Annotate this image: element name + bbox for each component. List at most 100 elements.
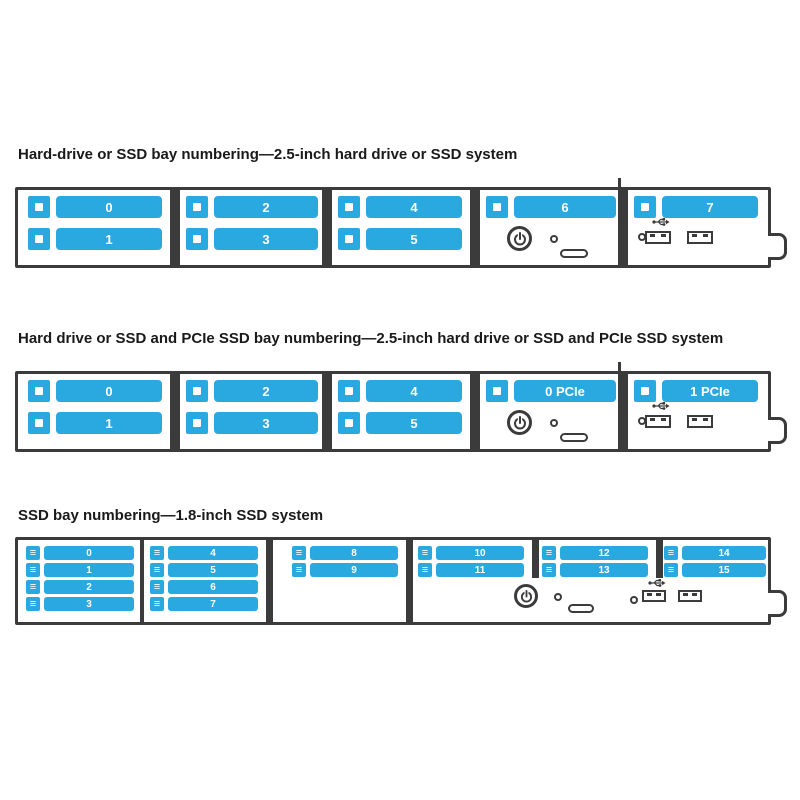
ssd-latch-icon: ≡ xyxy=(664,546,678,560)
bay-label-0: 0 xyxy=(56,380,162,402)
bay-label-3: 3 xyxy=(214,412,318,434)
drive-release-latch-icon xyxy=(186,228,208,250)
chassis-tab xyxy=(768,590,787,617)
chassis-notch xyxy=(618,178,621,190)
ssd-latch-icon: ≡ xyxy=(542,546,556,560)
panel-divider xyxy=(532,540,539,578)
bay-label-10: 10 xyxy=(436,546,524,560)
bay-label-15: 15 xyxy=(682,563,766,577)
status-led xyxy=(550,235,558,243)
drive-release-latch-icon xyxy=(486,380,508,402)
ssd-latch-icon: ≡ xyxy=(150,597,164,611)
bay-label-3: 3 xyxy=(44,597,134,611)
usb-port xyxy=(687,415,713,428)
panel-divider xyxy=(656,540,663,578)
power-button xyxy=(507,410,532,435)
bay-label-1: 1 xyxy=(44,563,134,577)
usb-port xyxy=(642,590,666,602)
panel-divider xyxy=(266,540,273,622)
usb-port xyxy=(645,415,671,428)
info-tag xyxy=(560,433,588,442)
panel-divider xyxy=(470,374,480,449)
chassis-notch xyxy=(618,362,621,374)
drive-bay-row: 5 xyxy=(338,228,462,250)
panel-divider xyxy=(618,374,628,449)
bay-label-1: 1 xyxy=(56,228,162,250)
drive-bay-row: 1 xyxy=(28,412,162,434)
bay-label-2: 2 xyxy=(214,196,318,218)
drive-bay-row: 1 xyxy=(28,228,162,250)
drive-bay-row: 7 xyxy=(634,196,758,218)
drive-bay-row: 2 xyxy=(186,196,318,218)
bay-label-4: 4 xyxy=(366,196,462,218)
bay-label-5: 5 xyxy=(366,412,462,434)
drive-bay-row: 0 xyxy=(28,380,162,402)
chassis-tab xyxy=(768,417,787,444)
front-panel-2_5in: 0 1 2 3 4 5 6 7 xyxy=(15,178,787,268)
section-heading-2_5in: Hard-drive or SSD bay numbering—2.5-inch… xyxy=(18,146,518,163)
panel-divider xyxy=(140,540,144,622)
power-icon xyxy=(513,415,526,429)
section-heading-1_8in: SSD bay numbering—1.8-inch SSD system xyxy=(18,507,324,524)
ssd-bay-row: ≡ 8 xyxy=(292,546,398,560)
bay-label-0: 0 xyxy=(56,196,162,218)
bay-label-1: 1 xyxy=(56,412,162,434)
drive-release-latch-icon xyxy=(28,228,50,250)
usb-port xyxy=(687,231,713,244)
drive-release-latch-icon xyxy=(186,196,208,218)
power-icon xyxy=(513,231,526,245)
info-tag xyxy=(560,249,588,258)
bay-label-4: 4 xyxy=(168,546,258,560)
panel-divider xyxy=(322,190,332,265)
bay-label-11: 11 xyxy=(436,563,524,577)
ssd-bay-row: ≡ 5 xyxy=(150,563,258,577)
drive-release-latch-icon xyxy=(28,196,50,218)
usb-icon xyxy=(648,579,666,587)
drive-bay-row: 3 xyxy=(186,228,318,250)
usb-icon xyxy=(652,218,670,226)
bay-label-14: 14 xyxy=(682,546,766,560)
bay-label-12: 12 xyxy=(560,546,648,560)
ssd-bay-row: ≡ 6 xyxy=(150,580,258,594)
bay-label-4: 4 xyxy=(366,380,462,402)
ssd-latch-icon: ≡ xyxy=(542,563,556,577)
bay-label-0: 0 xyxy=(44,546,134,560)
panel-divider xyxy=(406,540,413,622)
bay-label-0-pcie: 0 PCIe xyxy=(514,380,616,402)
front-panel-1_8in: ≡ 0 ≡ 1 ≡ 2 ≡ 3 ≡ 4 ≡ 5 ≡ 6 ≡ 7 xyxy=(15,537,787,625)
ssd-bay-row: ≡ 4 xyxy=(150,546,258,560)
usb-port xyxy=(678,590,702,602)
section-heading-pcie: Hard drive or SSD and PCIe SSD bay numbe… xyxy=(18,330,724,347)
drive-release-latch-icon xyxy=(486,196,508,218)
drive-release-latch-icon xyxy=(186,412,208,434)
drive-bay-row: 2 xyxy=(186,380,318,402)
bay-label-1-pcie: 1 PCIe xyxy=(662,380,758,402)
ssd-latch-icon: ≡ xyxy=(26,546,40,560)
ssd-bay-row: ≡ 1 xyxy=(26,563,134,577)
drive-release-latch-icon xyxy=(28,380,50,402)
ssd-latch-icon: ≡ xyxy=(292,546,306,560)
ssd-bay-row: ≡ 14 xyxy=(664,546,766,560)
panel-divider xyxy=(470,190,480,265)
drive-bay-row: 1 PCIe xyxy=(634,380,758,402)
drive-release-latch-icon xyxy=(634,196,656,218)
ssd-latch-icon: ≡ xyxy=(150,563,164,577)
drive-release-latch-icon xyxy=(338,412,360,434)
ssd-bay-row: ≡ 13 xyxy=(542,563,648,577)
drive-bay-row: 4 xyxy=(338,196,462,218)
drive-release-latch-icon xyxy=(338,228,360,250)
ssd-bay-row: ≡ 2 xyxy=(26,580,134,594)
power-icon xyxy=(520,589,532,603)
panel-divider xyxy=(170,374,180,449)
status-led xyxy=(550,419,558,427)
bay-label-13: 13 xyxy=(560,563,648,577)
ssd-bay-row: ≡ 12 xyxy=(542,546,648,560)
status-led xyxy=(630,596,638,604)
drive-bay-row: 0 xyxy=(28,196,162,218)
bay-label-5: 5 xyxy=(366,228,462,250)
ssd-bay-row: ≡ 0 xyxy=(26,546,134,560)
ssd-bay-row: ≡ 15 xyxy=(664,563,766,577)
ssd-bay-row: ≡ 3 xyxy=(26,597,134,611)
ssd-bay-row: ≡ 10 xyxy=(418,546,524,560)
